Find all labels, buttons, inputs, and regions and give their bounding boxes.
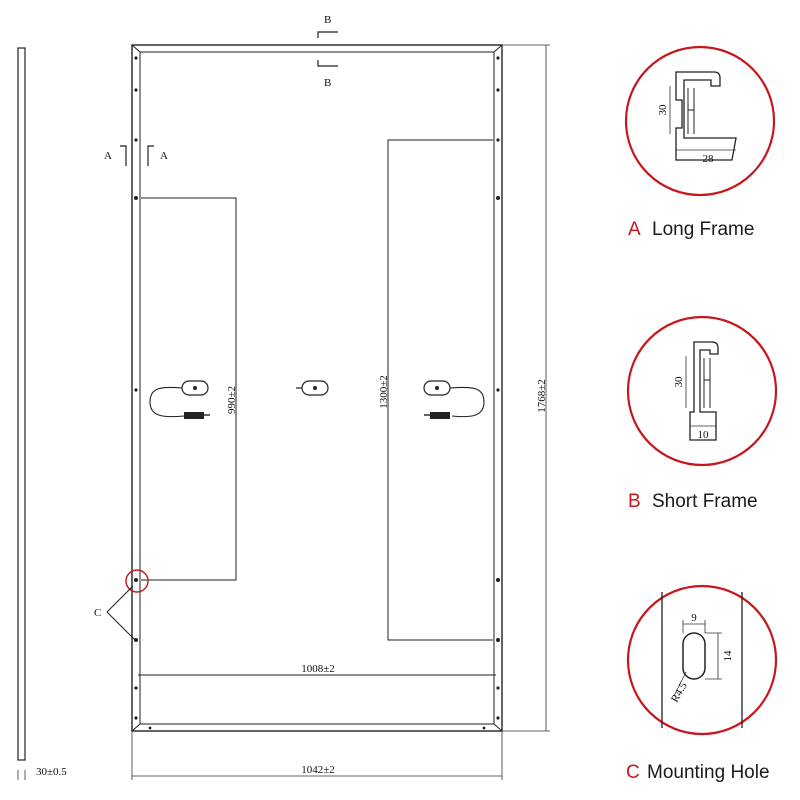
section-label-b-top: B	[324, 14, 331, 26]
width-dim: 1042±2	[301, 764, 335, 776]
left-cable-bracket	[141, 197, 237, 581]
mount-span-dim: 1008±2	[301, 663, 335, 675]
frame-thickness-dim: 30±0.5	[36, 766, 67, 778]
panel-frame	[131, 44, 503, 732]
detail-c-title: Mounting Hole	[647, 762, 770, 783]
right-cable-dim: 1300±2	[378, 375, 390, 409]
detail-a-height: 30	[657, 104, 669, 116]
junction-box	[296, 380, 329, 396]
width-dim-line	[131, 731, 503, 780]
detail-b	[626, 315, 778, 467]
frame-holes	[134, 56, 500, 730]
right-connector	[423, 380, 485, 419]
left-connector	[149, 380, 210, 419]
mounting-hole-callout	[106, 569, 149, 641]
detail-a-letter: A	[628, 219, 641, 240]
right-cable-bracket	[387, 139, 493, 641]
height-dim-line	[502, 44, 550, 732]
detail-c-letter: C	[626, 762, 640, 783]
detail-c-height: 14	[722, 650, 734, 662]
side-profile	[17, 47, 26, 780]
section-label-a-left: A	[104, 150, 112, 162]
detail-c	[626, 584, 778, 736]
section-label-b-bottom: B	[324, 77, 331, 89]
section-mark-b	[317, 31, 338, 67]
section-label-a-right: A	[160, 150, 168, 162]
detail-a-width: 28	[703, 153, 715, 165]
detail-b-height: 30	[673, 376, 685, 388]
detail-a	[624, 45, 776, 197]
detail-c-width: 9	[691, 612, 697, 624]
left-cable-dim: 990±2	[226, 386, 238, 414]
detail-b-title: Short Frame	[652, 491, 758, 512]
detail-c-radius: R4.5	[669, 680, 690, 705]
detail-b-width: 10	[698, 429, 710, 441]
callout-label-c: C	[94, 607, 101, 619]
section-mark-a	[120, 145, 154, 166]
detail-a-title: Long Frame	[652, 219, 754, 240]
detail-b-letter: B	[628, 491, 641, 512]
height-dim: 1768±2	[536, 379, 548, 413]
